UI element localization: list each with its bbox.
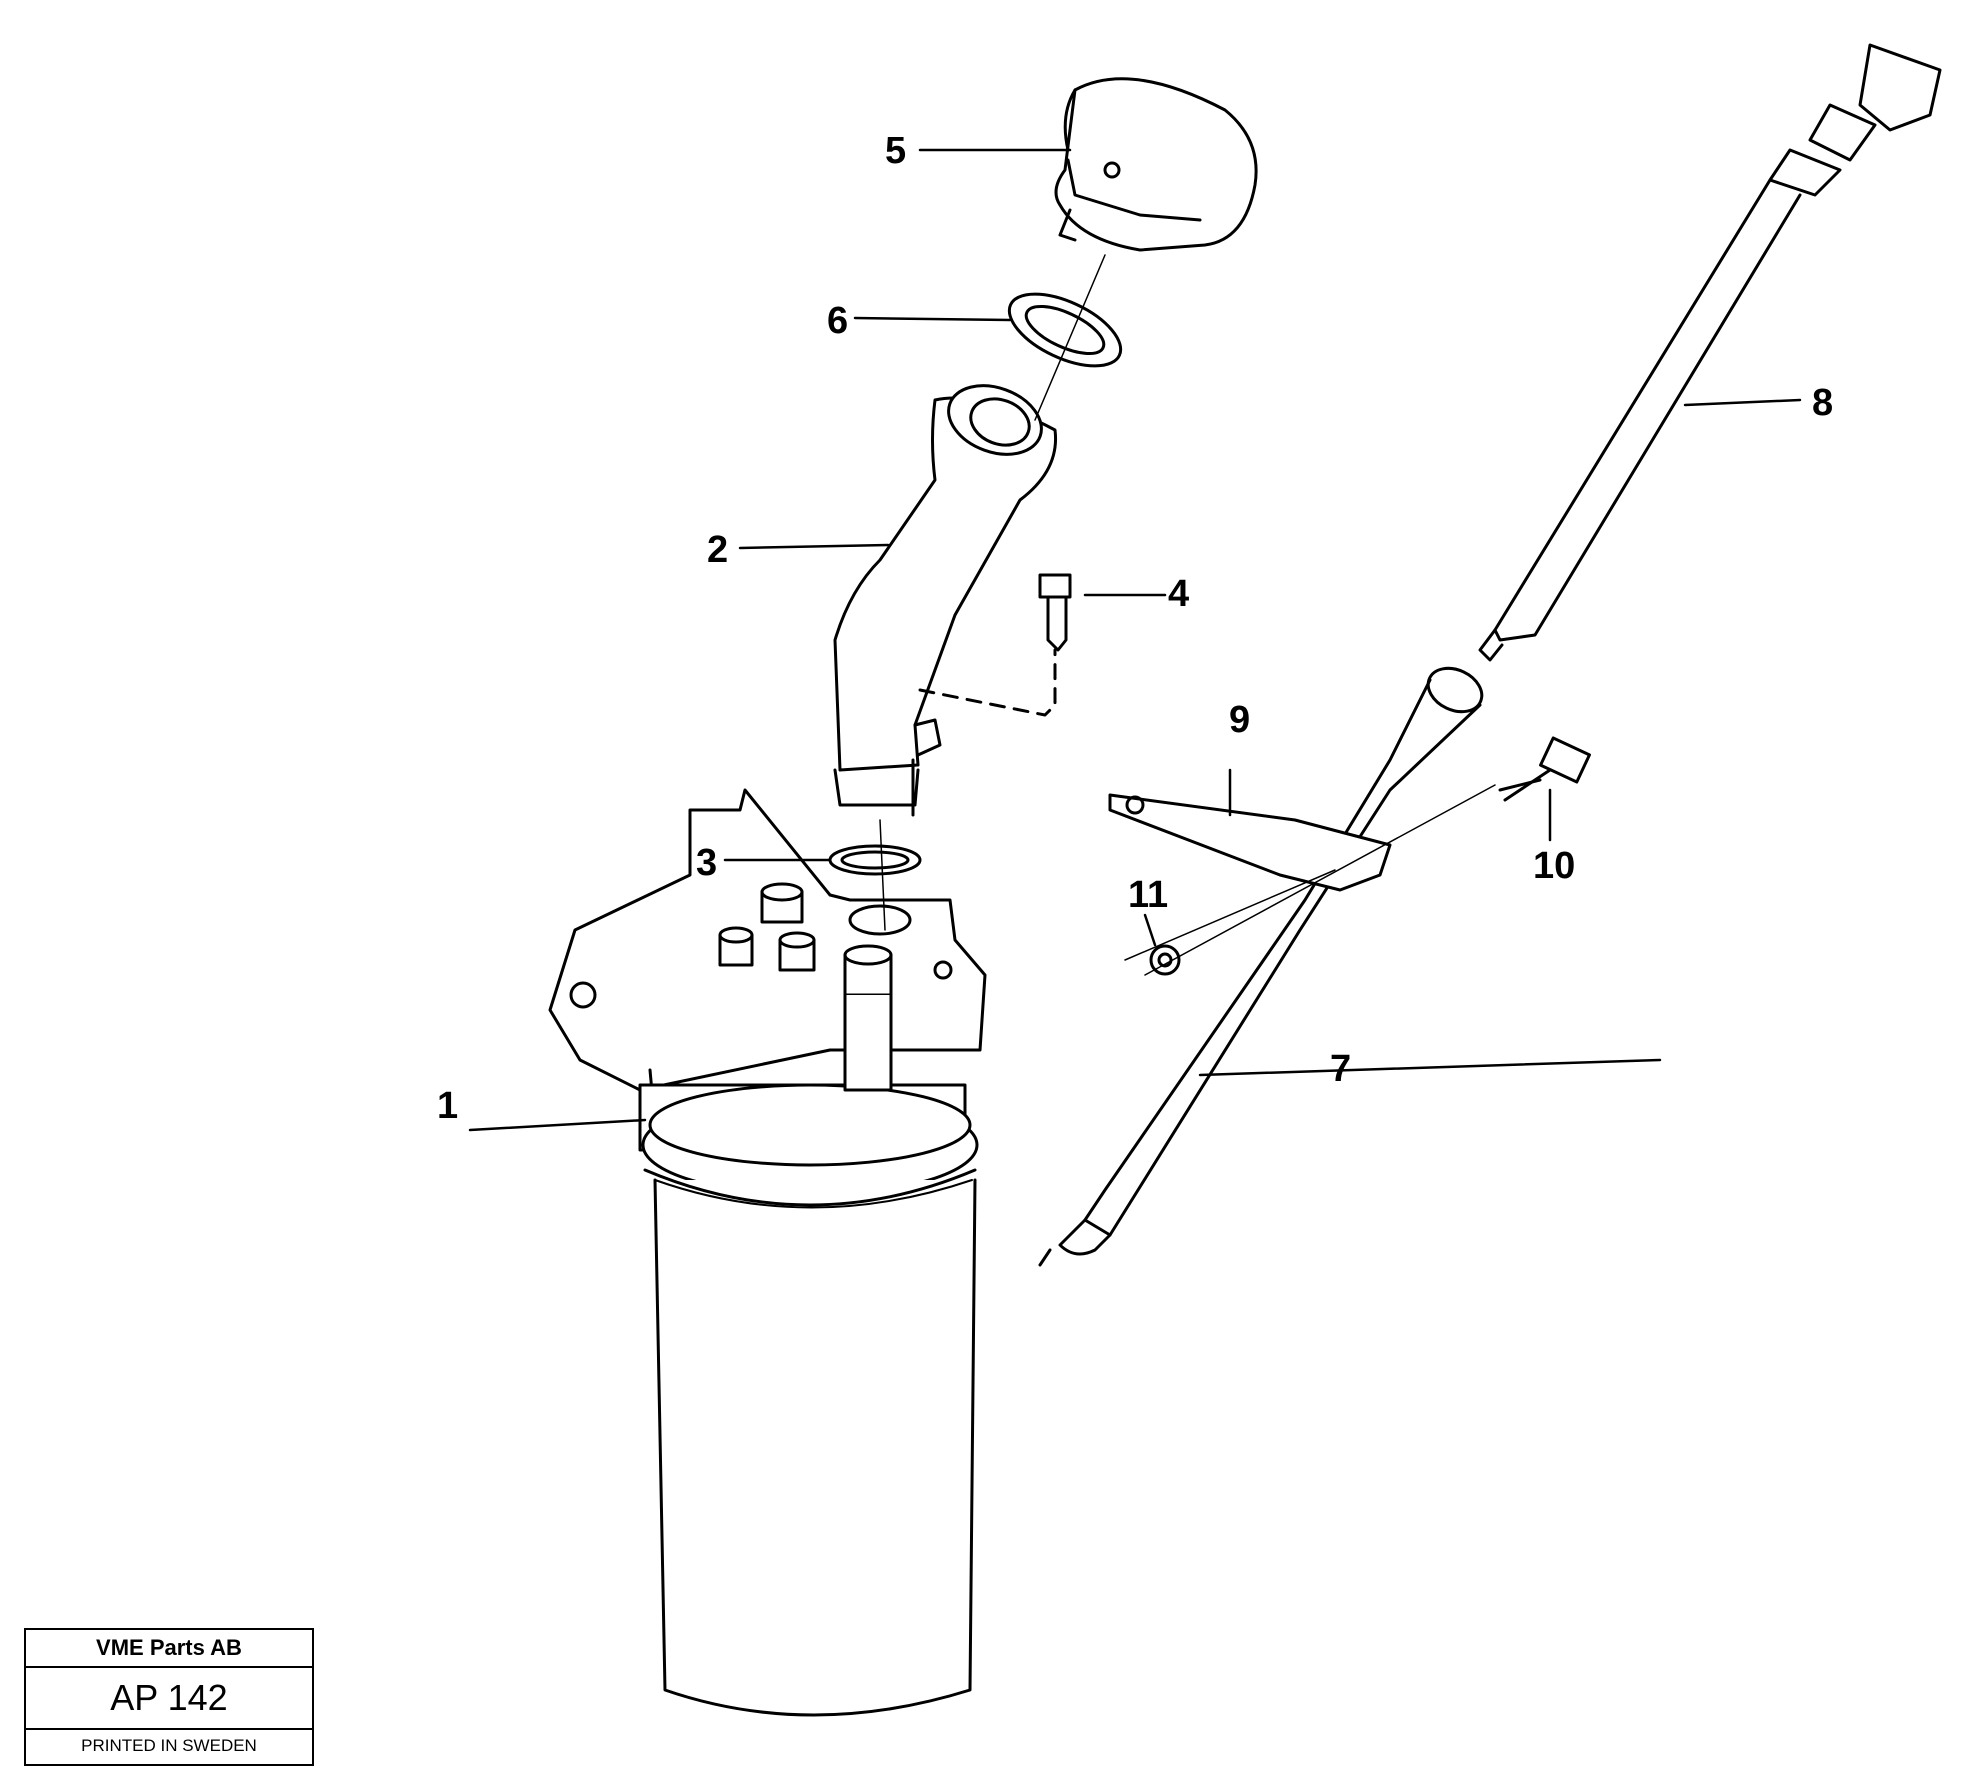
part-9-bracket bbox=[1108, 793, 1392, 892]
part-10-bolt bbox=[1498, 736, 1591, 802]
part-11-nut bbox=[1149, 944, 1181, 976]
part-5-filler-cap bbox=[1054, 77, 1258, 252]
printed-note: PRINTED IN SWEDEN bbox=[81, 1736, 257, 1755]
callout-1: 1 bbox=[437, 1085, 458, 1127]
callout-10: 10 bbox=[1533, 845, 1575, 887]
callout-6: 6 bbox=[827, 300, 848, 342]
part-6-washer bbox=[1007, 292, 1123, 368]
title-block: VME Parts AB AP 142 PRINTED IN SWEDEN bbox=[24, 1628, 314, 1766]
callout-5: 5 bbox=[885, 130, 906, 172]
callout-11: 11 bbox=[1128, 874, 1168, 916]
callout-7: 7 bbox=[1330, 1048, 1351, 1090]
callout-3: 3 bbox=[696, 842, 717, 884]
part-7-dipstick-tube bbox=[1038, 666, 1484, 1267]
callout-4: 4 bbox=[1168, 573, 1189, 615]
part-8-dipstick bbox=[1478, 43, 1942, 662]
part-2-filler-pipe bbox=[833, 384, 1058, 817]
company-name: VME Parts AB bbox=[26, 1630, 312, 1668]
part-4-screw bbox=[1038, 573, 1072, 652]
callout-2: 2 bbox=[707, 529, 728, 571]
callout-9: 9 bbox=[1229, 699, 1250, 741]
part-1-oil-filter bbox=[548, 788, 987, 1717]
callout-8: 8 bbox=[1812, 382, 1833, 424]
drawing-code: AP 142 bbox=[26, 1668, 312, 1730]
